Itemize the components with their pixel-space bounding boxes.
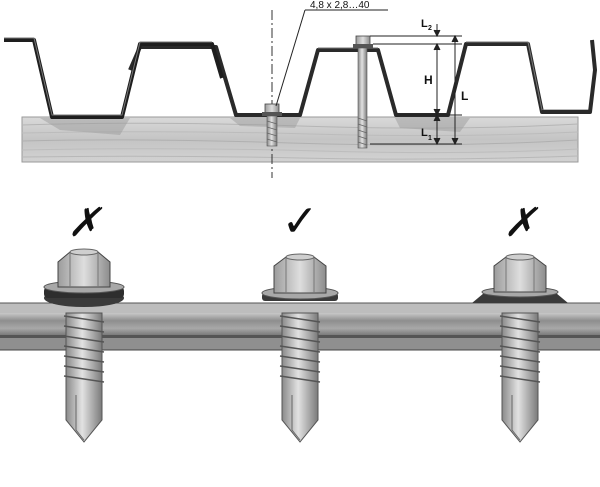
incorrect-mark-icon: ✗ <box>503 201 539 245</box>
screw-spec-label: 4,8 x 2,8…40 <box>310 0 370 11</box>
long-screw <box>353 35 373 149</box>
dim-h-label: H <box>424 73 433 87</box>
short-screw <box>262 10 282 178</box>
screw-example-2: ✓ <box>261 197 339 443</box>
dim-l1-label: L <box>421 127 428 139</box>
correct-mark-icon: ✓ <box>282 197 319 246</box>
dim-l2-sub: 2 <box>428 25 432 32</box>
wood-beam <box>21 116 579 163</box>
profiled-sheet <box>4 37 597 119</box>
spec-callout: 4,8 x 2,8…40 <box>275 0 388 107</box>
incorrect-mark-icon: ✗ <box>67 201 103 245</box>
dim-l2-label: L <box>421 18 428 30</box>
bottom-section: ✗ ✓ <box>0 197 600 443</box>
screw-example-1: ✗ <box>43 201 125 443</box>
dim-l-label: L <box>461 89 468 103</box>
dimension-labels: L 2 H L L 1 <box>421 18 468 142</box>
dimension-lines <box>370 24 462 146</box>
screw-example-3: ✗ <box>472 201 568 443</box>
top-section: 4,8 x 2,8…40 L 2 H L L 1 <box>4 0 597 178</box>
dim-l1-sub: 1 <box>428 135 432 142</box>
